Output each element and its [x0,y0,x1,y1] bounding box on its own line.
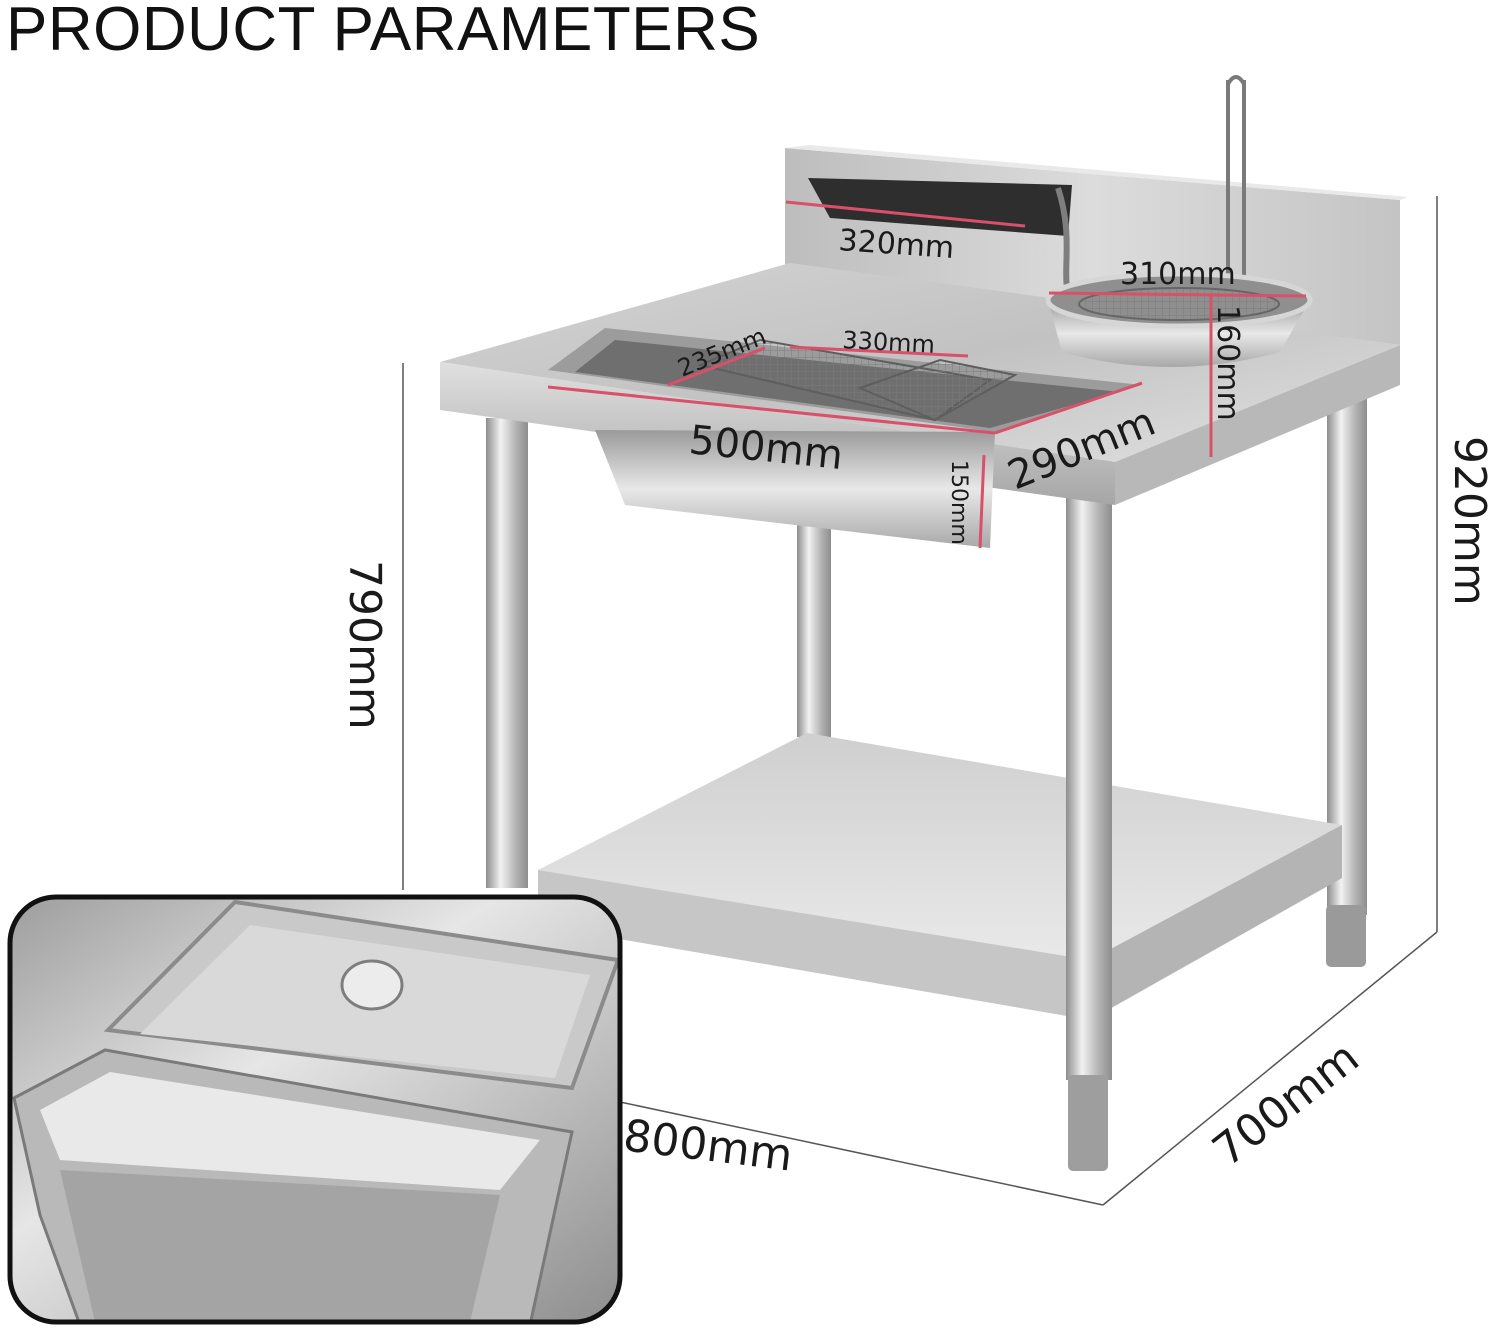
dim-round-basket-height: 160mm [1210,305,1245,421]
measure-lines [547,200,1307,549]
dim-pan-depth: 150mm [946,460,971,545]
backsplash-slot [808,178,1072,236]
dim-fry-basket-length: 330mm [842,326,936,359]
dim-table-width: 800mm [621,1110,796,1181]
front-leg-left [486,418,528,888]
front-leg-right [1066,460,1112,1080]
dim-table-height: 790mm [339,560,390,730]
pan-well [548,328,1142,548]
dim-backsplash-slot: 320mm [837,223,955,266]
lower-shelf [538,733,1342,1020]
dim-round-basket-diameter: 310mm [1120,257,1236,292]
foot-front-right [1068,1075,1108,1171]
foot-back-right [1326,905,1366,967]
dim-table-depth: 700mm [1203,1032,1368,1177]
page-title: PRODUCT PARAMETERS [6,0,761,64]
back-leg-left [797,522,831,737]
lid-handle [340,959,404,1011]
dim-total-height: 920mm [1444,436,1495,606]
fry-basket-small [857,358,1018,422]
inset-lidded-pan [7,894,623,1325]
round-basket [1045,75,1313,367]
dimension-guides [402,196,1438,1206]
